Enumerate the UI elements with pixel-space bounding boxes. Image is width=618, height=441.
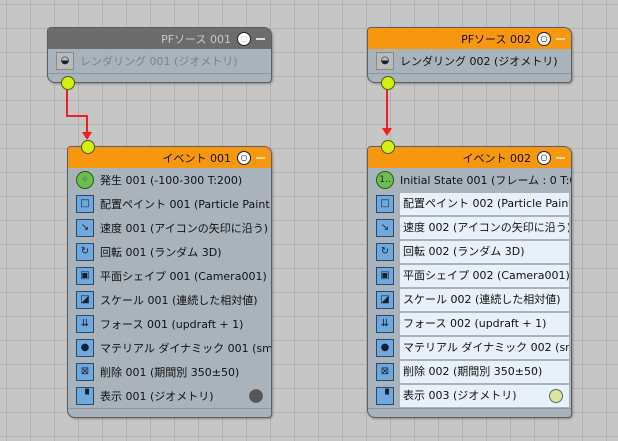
minimize-icon[interactable] xyxy=(256,156,265,159)
minimize-icon[interactable] xyxy=(556,156,565,159)
node-title: PFソース 001 xyxy=(161,32,231,46)
input-port[interactable] xyxy=(381,140,395,154)
operator-row[interactable]: □ 配置ペイント 002 (Particle Paint ... xyxy=(368,192,571,216)
rotation-icon: ↻ xyxy=(76,243,94,261)
pf-source-001-node[interactable]: PFソース 001 ○ ◒ レンダリング 001 (ジオメトリ) xyxy=(47,27,272,83)
operator-row[interactable]: ▝ 表示 003 (ジオメトリ) xyxy=(368,384,571,408)
position-paint-icon: □ xyxy=(376,195,394,213)
node-title: イベント 001 xyxy=(162,151,232,165)
pf-source-002-node[interactable]: PFソース 002 ○ ◒ レンダリング 002 (ジオメトリ) xyxy=(367,27,572,83)
delete-icon: ⊠ xyxy=(376,363,394,381)
operator-label: マテリアル ダイナミック 001 (smoke) xyxy=(100,342,271,355)
operator-label: 配置ペイント 002 (Particle Paint ... xyxy=(400,193,569,215)
birth-icon: ⁘ xyxy=(76,171,94,189)
operator-label: レンダリング 001 (ジオメトリ) xyxy=(80,55,238,68)
operator-label: 回転 002 (ランダム 3D) xyxy=(400,241,569,263)
material-dynamic-icon: ● xyxy=(76,339,94,357)
material-dynamic-icon: ● xyxy=(376,339,394,357)
operator-label: レンダリング 002 (ジオメトリ) xyxy=(400,55,558,68)
operator-row[interactable]: ◪ スケール 002 (連続した相対値) xyxy=(368,288,571,312)
operator-row[interactable]: ▝ 表示 001 (ジオメトリ) xyxy=(68,384,271,408)
operator-label: 発生 001 (-100-300 T:200) xyxy=(100,174,243,187)
scale-icon: ◪ xyxy=(376,291,394,309)
node-title: イベント 002 xyxy=(462,151,532,165)
shape-facing-icon: ▣ xyxy=(76,267,94,285)
display-color-swatch[interactable] xyxy=(549,389,563,403)
event-001-node[interactable]: イベント 001 ○ ⁘ 発生 001 (-100-300 T:200) □ 配置ペイン… xyxy=(67,146,272,418)
node-header[interactable]: PFソース 001 ○ xyxy=(48,28,271,49)
operator-row[interactable]: □ 配置ペイント 001 (Particle Paint ... xyxy=(68,192,271,216)
lightbulb-icon[interactable]: ○ xyxy=(237,150,251,165)
force-icon: ⇊ xyxy=(376,315,394,333)
lightbulb-icon[interactable]: ○ xyxy=(537,31,551,46)
lightbulb-icon[interactable]: ○ xyxy=(537,150,551,165)
operator-label: フォース 002 (updraft + 1) xyxy=(400,313,569,335)
minimize-icon[interactable] xyxy=(256,37,265,40)
operator-label: 削除 002 (期間別 350±50) xyxy=(400,361,569,383)
delete-icon: ⊠ xyxy=(76,363,94,381)
display-icon: ▝ xyxy=(376,387,394,405)
operator-label: 表示 001 (ジオメトリ) xyxy=(100,390,214,403)
operator-label: Initial State 001 (フレーム : 0 T:0) xyxy=(400,174,571,187)
node-header[interactable]: イベント 001 ○ xyxy=(68,147,271,168)
initial-state-icon: 1.. xyxy=(376,171,394,189)
operator-row[interactable]: ▣ 平面シェイプ 002 (Camera001) xyxy=(368,264,571,288)
node-header[interactable]: PFソース 002 ○ xyxy=(368,28,571,49)
operator-label: スケール 001 (連続した相対値) xyxy=(100,294,258,307)
operator-row[interactable]: ● マテリアル ダイナミック 002 (smoke) xyxy=(368,336,571,360)
speed-icon: ↘ xyxy=(76,219,94,237)
operator-label: 速度 002 (アイコンの矢印に沿う) xyxy=(400,217,569,239)
display-color-swatch[interactable] xyxy=(249,389,263,403)
operator-row[interactable]: 1.. Initial State 001 (フレーム : 0 T:0) xyxy=(368,168,571,192)
operator-row[interactable]: ↘ 速度 001 (アイコンの矢印に沿う) xyxy=(68,216,271,240)
operator-label: 表示 003 (ジオメトリ) xyxy=(400,385,569,407)
force-icon: ⇊ xyxy=(76,315,94,333)
minimize-icon[interactable] xyxy=(556,37,565,40)
operator-row[interactable]: ⊠ 削除 001 (期間別 350±50) xyxy=(68,360,271,384)
operator-label: スケール 002 (連続した相対値) xyxy=(400,289,569,311)
operator-row[interactable]: ↻ 回転 002 (ランダム 3D) xyxy=(368,240,571,264)
operator-label: 削除 001 (期間別 350±50) xyxy=(100,366,240,379)
operator-label: 配置ペイント 001 (Particle Paint ... xyxy=(100,198,271,211)
node-title: PFソース 002 xyxy=(461,32,531,46)
operator-row[interactable]: ◪ スケール 001 (連続した相対値) xyxy=(68,288,271,312)
position-paint-icon: □ xyxy=(76,195,94,213)
operator-row[interactable]: ⇊ フォース 002 (updraft + 1) xyxy=(368,312,571,336)
lightbulb-icon[interactable]: ○ xyxy=(237,31,251,46)
operator-label: フォース 001 (updraft + 1) xyxy=(100,318,244,331)
operator-row[interactable]: ⊠ 削除 002 (期間別 350±50) xyxy=(368,360,571,384)
rotation-icon: ↻ xyxy=(376,243,394,261)
operator-row[interactable]: ◒ レンダリング 002 (ジオメトリ) xyxy=(368,49,571,73)
operator-row[interactable]: ● マテリアル ダイナミック 001 (smoke) xyxy=(68,336,271,360)
operator-row[interactable]: ◒ レンダリング 001 (ジオメトリ) xyxy=(48,49,271,73)
scale-icon: ◪ xyxy=(76,291,94,309)
output-port[interactable] xyxy=(381,76,395,90)
display-icon: ▝ xyxy=(76,387,94,405)
output-port[interactable] xyxy=(61,76,75,90)
operator-label: 平面シェイプ 001 (Camera001) xyxy=(100,270,267,283)
operator-label: 速度 001 (アイコンの矢印に沿う) xyxy=(100,222,269,235)
operator-label: 回転 001 (ランダム 3D) xyxy=(100,246,222,259)
operator-row[interactable]: ▣ 平面シェイプ 001 (Camera001) xyxy=(68,264,271,288)
speed-icon: ↘ xyxy=(376,219,394,237)
operator-label: 平面シェイプ 002 (Camera001) xyxy=(400,265,569,287)
operator-row[interactable]: ↘ 速度 002 (アイコンの矢印に沿う) xyxy=(368,216,571,240)
shape-facing-icon: ▣ xyxy=(376,267,394,285)
event-002-node[interactable]: イベント 002 ○ 1.. Initial State 001 (フレーム : 0… xyxy=(367,146,572,418)
operator-row[interactable]: ⁘ 発生 001 (-100-300 T:200) xyxy=(68,168,271,192)
operator-row[interactable]: ⇊ フォース 001 (updraft + 1) xyxy=(68,312,271,336)
operator-label: マテリアル ダイナミック 002 (smoke) xyxy=(400,337,569,359)
node-header[interactable]: イベント 002 ○ xyxy=(368,147,571,168)
teapot-render-icon: ◒ xyxy=(376,52,394,70)
operator-row[interactable]: ↻ 回転 001 (ランダム 3D) xyxy=(68,240,271,264)
input-port[interactable] xyxy=(81,140,95,154)
teapot-render-icon: ◒ xyxy=(56,52,74,70)
